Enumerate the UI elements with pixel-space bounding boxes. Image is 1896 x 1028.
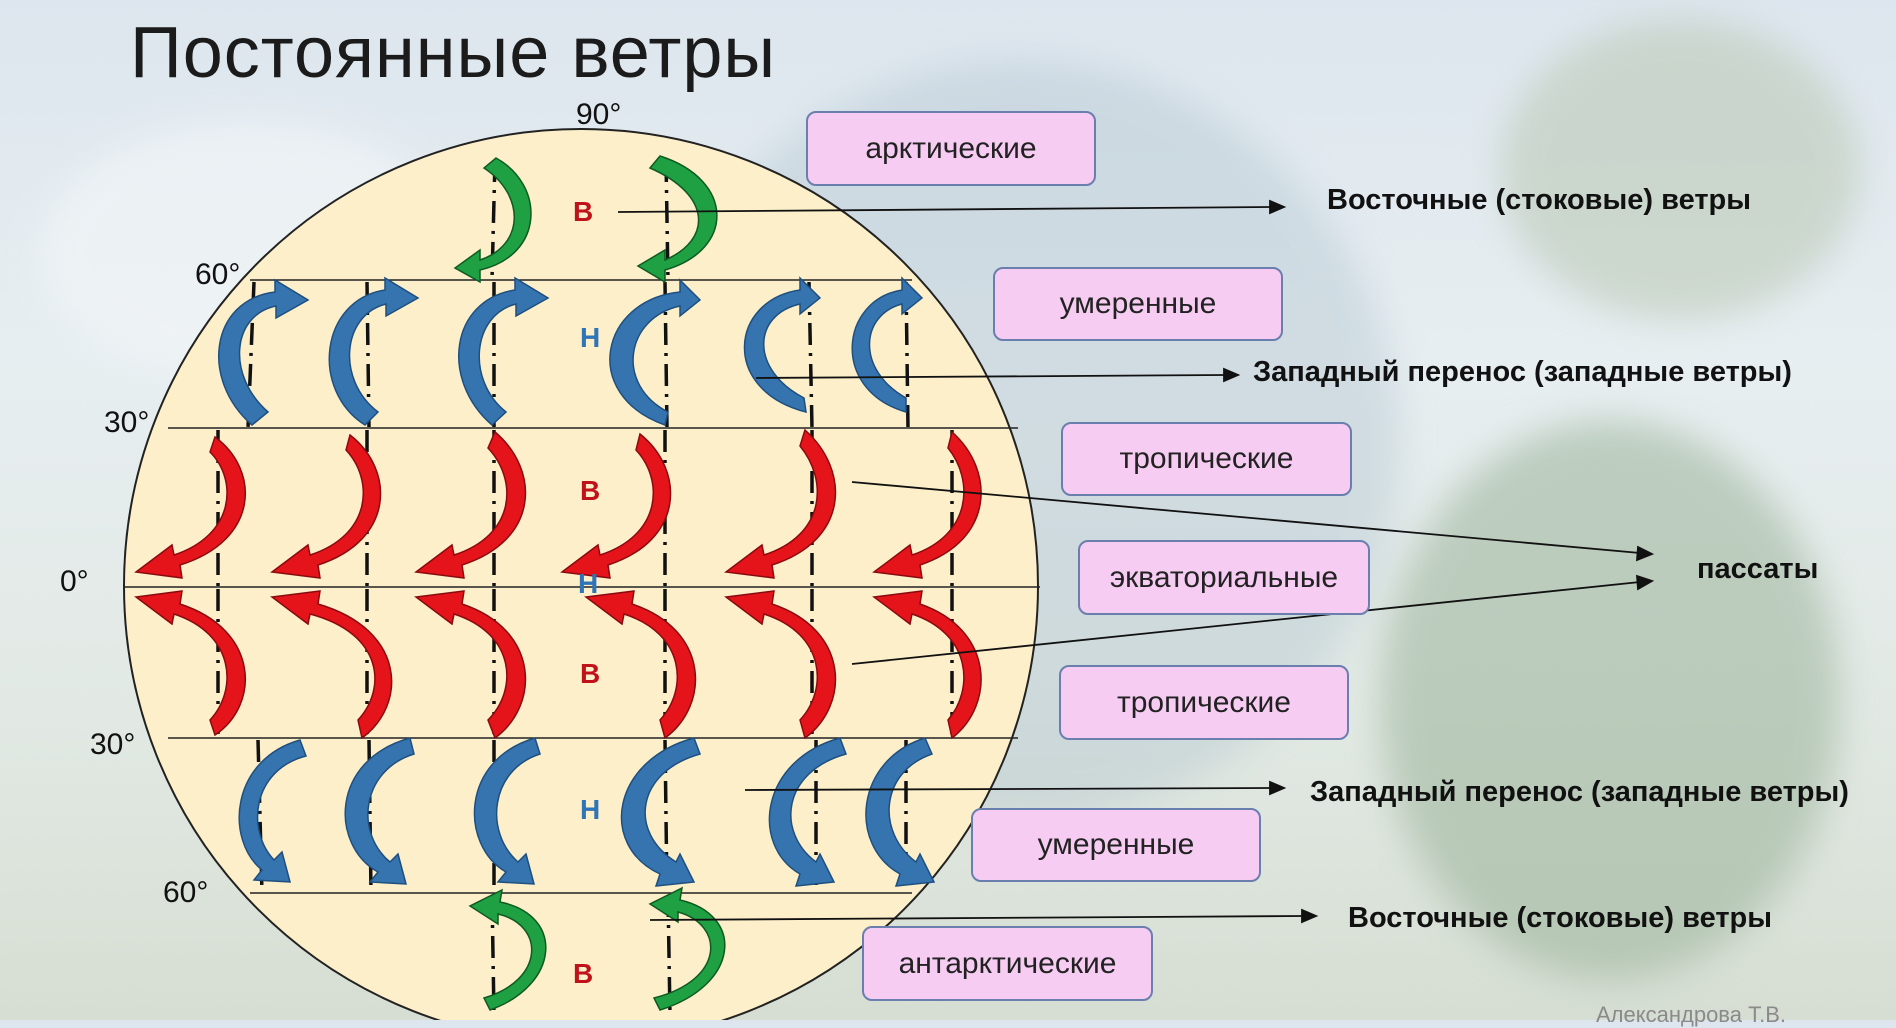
- wind-arrow: [872, 430, 982, 579]
- wind-arrow: [458, 276, 550, 427]
- wind-arrow: [473, 737, 541, 885]
- background-foliage: [1500, 20, 1860, 320]
- pressure-low-label: Н: [580, 794, 601, 825]
- author-credit: Александрова Т.В.: [1596, 1002, 1786, 1027]
- wind-arrow: [218, 278, 310, 426]
- zone-tropical-north: тропические: [1061, 422, 1352, 496]
- zone-equatorial: экваториальные: [1078, 540, 1370, 615]
- wind-arrow: [328, 276, 420, 426]
- pressure-high-label: В: [580, 658, 601, 689]
- wind-label-east-south: Восточные (стоковые) ветры: [1348, 902, 1772, 934]
- wind-arrow: [620, 737, 701, 887]
- pressure-high-label: В: [573, 196, 594, 227]
- wind-arrow: [724, 590, 837, 740]
- wind-arrow: [872, 590, 982, 740]
- latitude-label-90: 90°: [576, 98, 622, 131]
- wind-arrow: [344, 737, 415, 885]
- arctic-arrows: [453, 155, 718, 284]
- wind-label-east-north: Восточные (стоковые) ветры: [1327, 184, 1751, 216]
- wind-arrow: [270, 590, 393, 740]
- temperate-north-arrows: [218, 276, 924, 427]
- pressure-high-label: В: [573, 958, 594, 989]
- wind-arrow: [865, 737, 936, 887]
- wind-label-west-north: Западный перенос (западные ветры): [1253, 356, 1792, 388]
- wind-arrow: [584, 590, 697, 740]
- wind-arrow: [636, 155, 718, 284]
- wind-arrow: [453, 157, 532, 284]
- wind-arrow: [609, 278, 702, 426]
- pressure-high-label: В: [580, 475, 601, 506]
- wind-arrow: [238, 739, 307, 883]
- latitude-lines: [124, 279, 1040, 894]
- wind-arrow: [560, 432, 672, 579]
- temperate-south-arrows: [238, 737, 936, 887]
- background-foliage: [1380, 420, 1840, 980]
- wind-arrow: [270, 433, 382, 579]
- wind-arrow: [851, 276, 924, 413]
- wind-arrow: [468, 888, 547, 1011]
- pointer-lines: [617, 199, 1655, 924]
- pressure-low-label: Н: [578, 568, 599, 599]
- latitude-label-60s: 60°: [163, 876, 209, 909]
- zone-temperate-north: умеренные: [993, 267, 1283, 341]
- page-title: Постоянные ветры: [130, 13, 777, 93]
- wind-arrow: [134, 435, 246, 579]
- latitude-label-30n: 30°: [104, 406, 150, 439]
- tropical-south-arrows: [134, 590, 982, 740]
- wind-arrow: [724, 428, 837, 579]
- wind-label-trade: пассаты: [1697, 553, 1819, 585]
- wind-arrow: [414, 430, 527, 579]
- zone-arctic: арктические: [806, 111, 1096, 186]
- antarctic-arrows: [468, 886, 726, 1011]
- wind-arrow: [134, 590, 246, 737]
- pressure-low-label: Н: [580, 322, 601, 353]
- wind-arrow: [768, 737, 847, 887]
- latitude-label-30s: 30°: [90, 728, 136, 761]
- tropical-north-arrows: [134, 428, 982, 579]
- wind-arrow: [648, 886, 726, 1011]
- wind-arrow: [414, 590, 527, 740]
- latitude-label-60n: 60°: [195, 258, 241, 291]
- wind-label-west-south: Западный перенос (западные ветры): [1310, 776, 1849, 808]
- zone-tropical-south: тропические: [1059, 665, 1349, 740]
- zone-temperate-south: умеренные: [971, 808, 1261, 882]
- zone-antarctic: антарктические: [862, 926, 1153, 1001]
- latitude-label-0: 0°: [60, 565, 89, 598]
